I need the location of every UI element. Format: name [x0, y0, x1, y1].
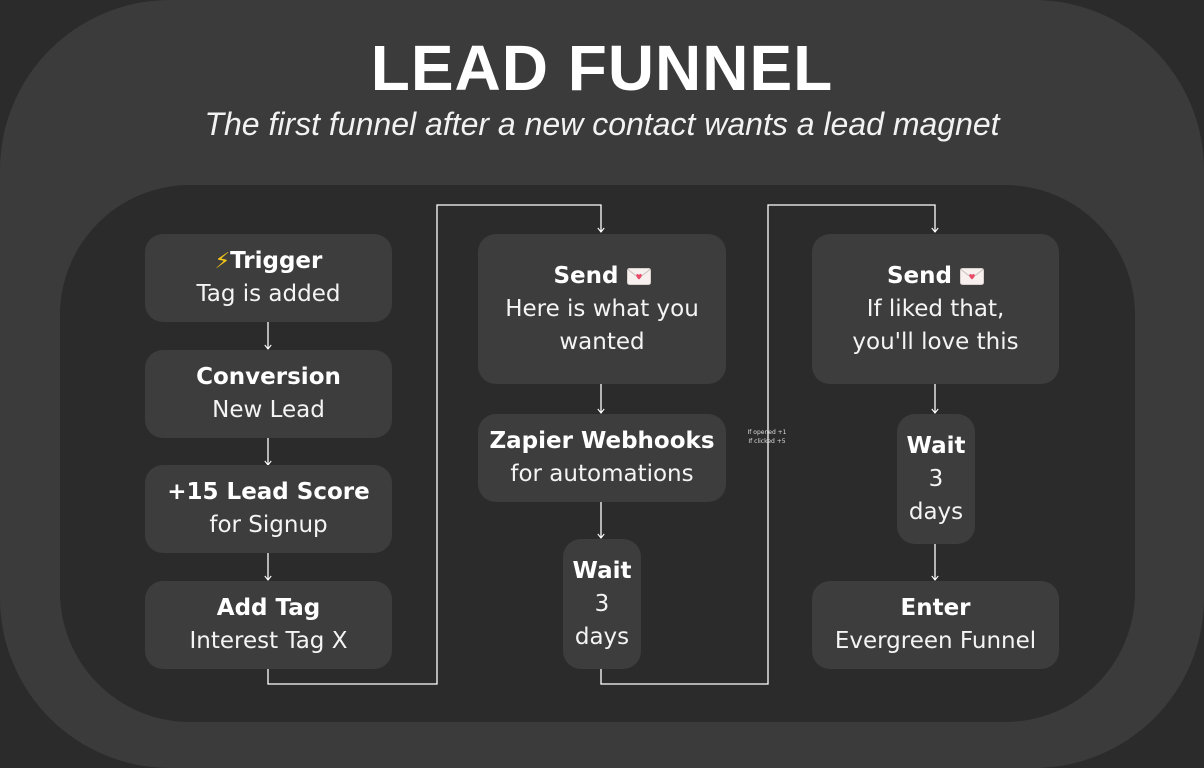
- connector-col1-to-col2: [267, 204, 605, 685]
- step-send-1-heading: Send: [553, 260, 651, 293]
- step-send-1: Send Here is what you wanted: [478, 234, 726, 384]
- score-note-clicked: If clicked +5: [748, 438, 786, 445]
- step-add-tag-heading: Add Tag: [216, 595, 321, 621]
- love-letter-icon: [960, 267, 984, 285]
- step-wait-2: Wait 3 days: [897, 414, 975, 544]
- step-trigger-body: Tag is added: [196, 281, 341, 307]
- page-title: LEAD FUNNEL: [370, 32, 834, 104]
- step-zapier-webhooks: Zapier Webhooks for automations: [478, 414, 726, 502]
- step-conversion: Conversion New Lead: [145, 350, 392, 438]
- step-wait-1-unit: days: [574, 623, 630, 650]
- step-trigger-heading: ⚡Trigger: [214, 248, 323, 274]
- score-note: If opened +1 If clicked +5: [742, 428, 792, 446]
- step-trigger: ⚡Trigger Tag is added: [145, 234, 392, 322]
- love-letter-icon: [626, 267, 651, 285]
- step-enter-body: Evergreen Funnel: [834, 628, 1037, 654]
- step-send-2: Send If liked that, you'll love this: [812, 234, 1059, 384]
- step-zapier-body: for automations: [510, 461, 694, 487]
- step-send-2-body: If liked that, you'll love this: [852, 295, 1019, 355]
- score-note-opened: If opened +1: [747, 429, 787, 436]
- step-conversion-body: New Lead: [212, 397, 325, 423]
- step-wait-1-heading: Wait: [572, 557, 632, 584]
- step-wait-2-unit: days: [908, 498, 964, 525]
- step-add-tag: Add Tag Interest Tag X: [145, 581, 392, 669]
- step-lead-score-body: for Signup: [209, 512, 328, 538]
- step-wait-2-number: 3: [928, 465, 944, 492]
- step-lead-score-heading: +15 Lead Score: [167, 479, 370, 505]
- step-wait-2-heading: Wait: [906, 432, 966, 459]
- step-enter-heading: Enter: [900, 595, 971, 621]
- step-wait-1-number: 3: [594, 590, 610, 617]
- step-enter-funnel: Enter Evergreen Funnel: [812, 581, 1059, 669]
- connector-col2-to-col3: [600, 204, 939, 685]
- step-conversion-heading: Conversion: [196, 364, 341, 390]
- lightning-icon: ⚡: [214, 249, 231, 274]
- step-wait-1: Wait 3 days: [563, 539, 641, 669]
- step-send-2-heading: Send: [887, 260, 984, 293]
- page-subtitle: The first funnel after a new contact wan…: [204, 106, 1000, 142]
- step-add-tag-body: Interest Tag X: [189, 628, 348, 654]
- step-lead-score: +15 Lead Score for Signup: [145, 465, 392, 553]
- step-send-1-body: Here is what you wanted: [505, 295, 699, 355]
- step-zapier-heading: Zapier Webhooks: [489, 428, 715, 454]
